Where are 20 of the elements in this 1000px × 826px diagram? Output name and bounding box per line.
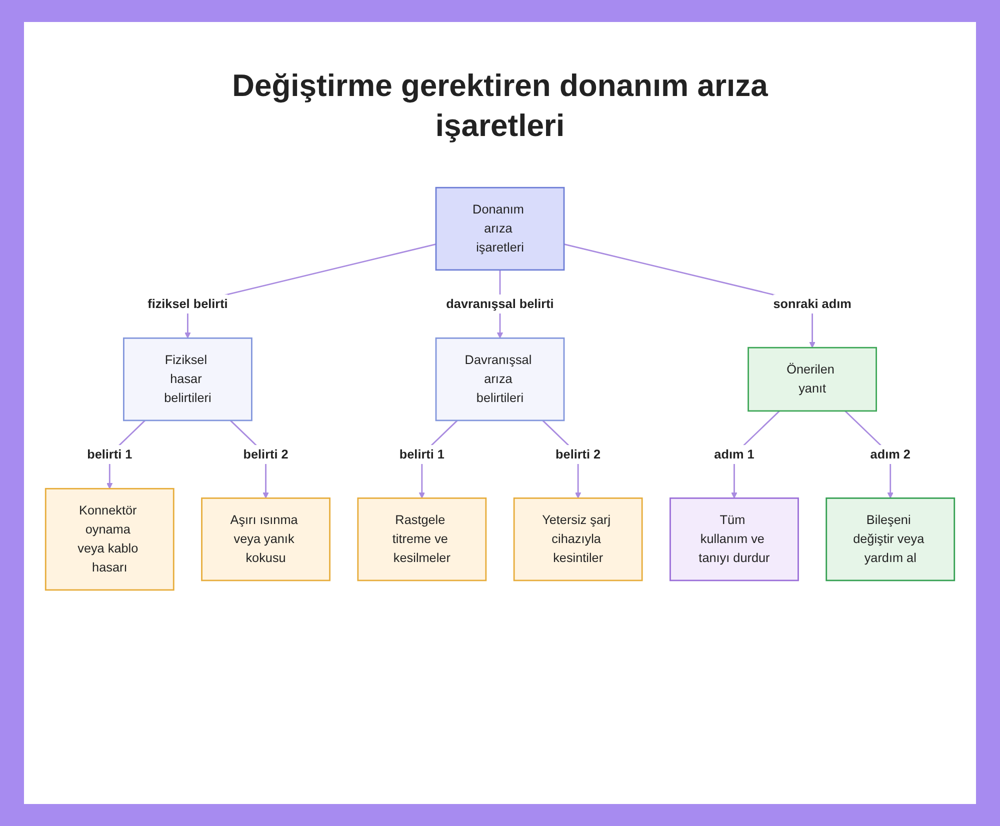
edge-label: belirti 2 (243, 447, 288, 462)
node-box: Konnektör oynama veya kablo hasarı (44, 488, 174, 591)
node-box: Davranışsal arıza belirtileri (435, 337, 565, 422)
edge-label: sonraki adım (773, 296, 852, 311)
edge-label: fiziksel belirti (148, 296, 228, 311)
edge-label: adım 1 (714, 447, 754, 462)
edge-label: belirti 1 (399, 447, 444, 462)
node-box: Donanım arıza işaretleri (435, 186, 565, 271)
edge-label: davranışsal belirti (446, 296, 554, 311)
node-box: Yetersiz şarj cihazıyla kesintiler (513, 497, 643, 582)
diagram-title: Değiştirme gerektiren donanım arıza işaretleri (231, 67, 769, 146)
node-box: Tüm kullanım ve tanıyı durdur (670, 497, 799, 582)
edge-label: belirti 1 (87, 447, 132, 462)
edge-label: adım 2 (870, 447, 910, 462)
node-box: Önerilen yanıt (748, 346, 877, 412)
node-box: Bileşeni değiştir veya yardım al (826, 497, 956, 582)
edge-label: belirti 2 (556, 447, 601, 462)
node-box: Rastgele titreme ve kesilmeler (357, 497, 487, 582)
node-box: Fiziksel hasar belirtileri (123, 337, 252, 422)
node-box: Aşırı ısınma veya yanık kokusu (201, 497, 330, 582)
